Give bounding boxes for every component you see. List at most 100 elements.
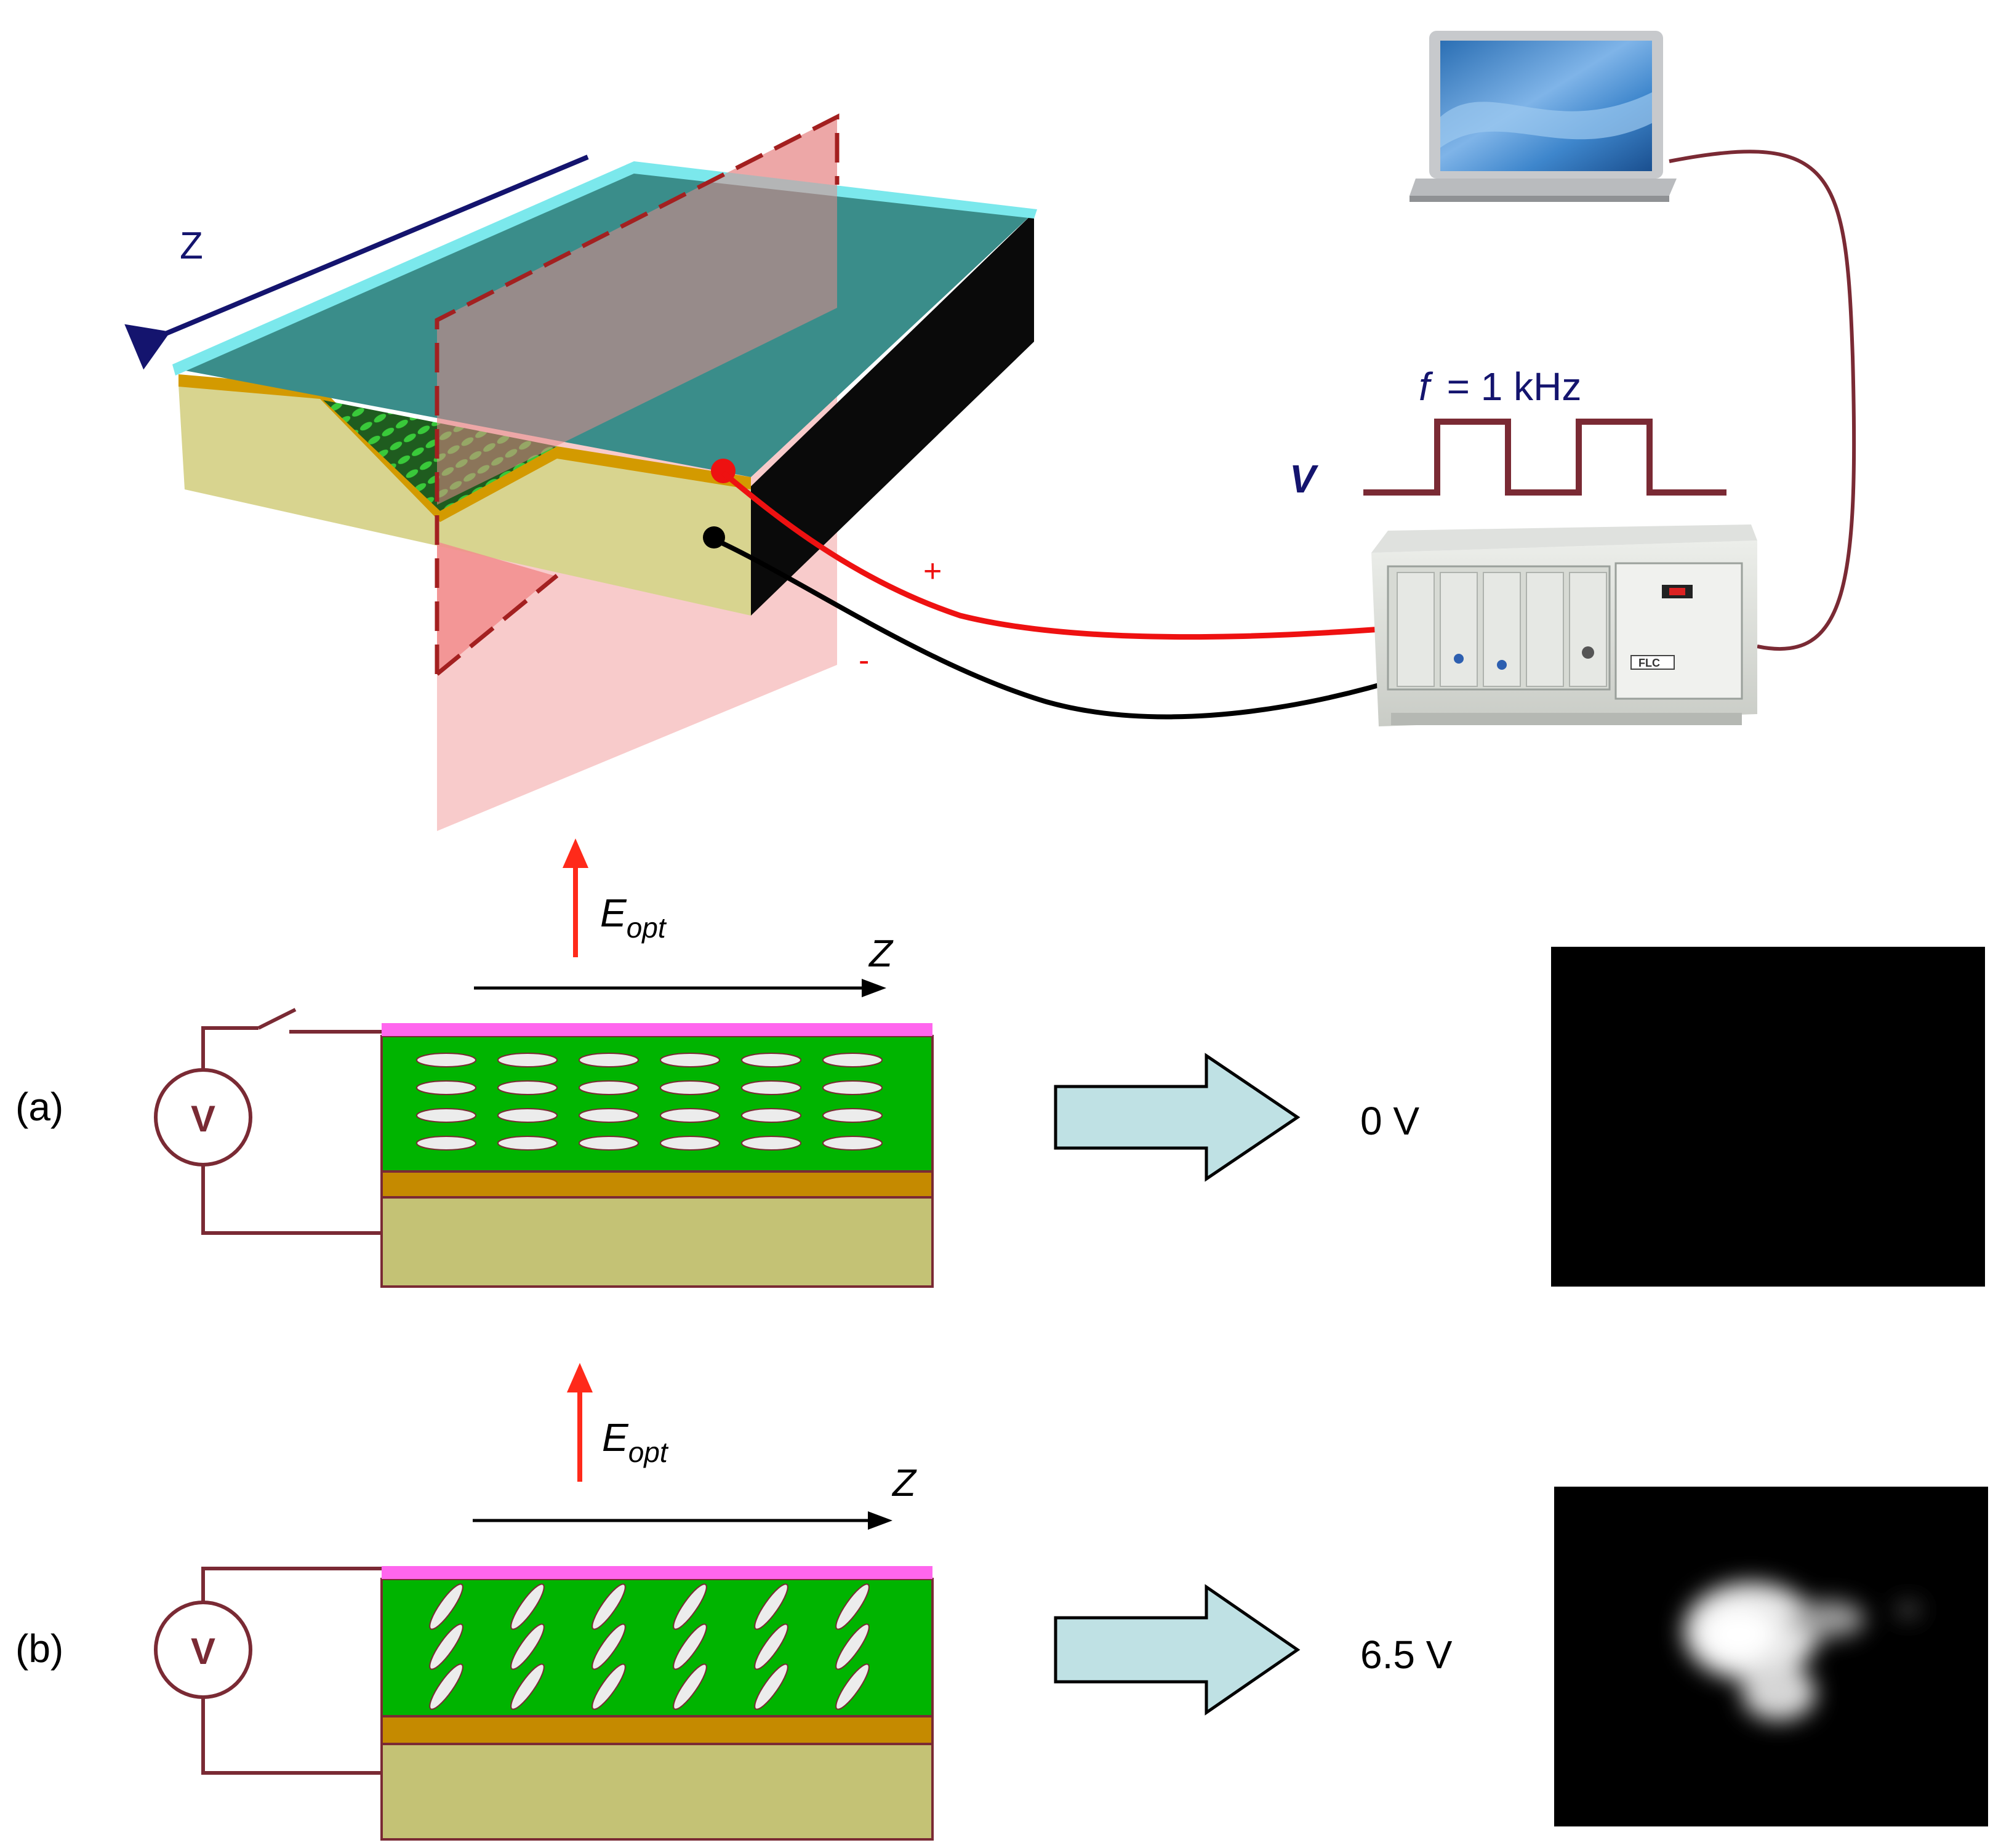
z-arrowhead-a: [862, 979, 886, 997]
lc-molecule: [579, 1136, 639, 1151]
lc-molecule: [754, 1623, 788, 1670]
z-label-a: Z: [868, 933, 894, 975]
lc-molecule: [416, 1108, 476, 1123]
lc-molecule: [510, 1663, 545, 1710]
circuit-top-a: [201, 1026, 259, 1080]
lc-molecule: [497, 1053, 558, 1067]
lc-molecule: [741, 1136, 801, 1151]
device-substrate: [178, 385, 751, 616]
lc-molecule: [741, 1108, 801, 1123]
cut-plane-lower: [437, 542, 554, 674]
plus-label: +: [923, 553, 942, 589]
field-main-a: E: [600, 891, 627, 935]
lc-molecule: [497, 1080, 558, 1095]
lc-molecule: [660, 1080, 720, 1095]
buffer-a: [380, 1170, 934, 1199]
laptop-icon: [1410, 31, 1677, 202]
lc-molecule: [754, 1583, 788, 1630]
lc-molecule: [741, 1053, 801, 1067]
lc-molecule: [673, 1623, 707, 1670]
panel-a: [154, 838, 1985, 1288]
lc-molecule: [741, 1080, 801, 1095]
lc-molecules-a: [416, 1053, 883, 1151]
voltage-label-a: 0 V: [1360, 1099, 1419, 1143]
panel-b: [154, 1363, 1988, 1841]
light-spot: [1683, 1582, 1920, 1721]
output-image-a: [1551, 947, 1985, 1287]
top-electrode-a: [382, 1023, 932, 1036]
lc-molecule: [579, 1053, 639, 1067]
lc-molecule: [429, 1623, 463, 1670]
voltmeter-label-b: V: [191, 1631, 215, 1672]
field-sub-b: opt: [628, 1436, 669, 1468]
field-label-a: Eopt: [600, 891, 667, 944]
field-main-b: E: [602, 1415, 629, 1460]
lc-molecule: [835, 1663, 870, 1710]
laptop-cable: [1669, 150, 1856, 651]
lc-molecule: [510, 1583, 545, 1630]
device-3d: [124, 113, 1037, 831]
cut-plane-outline-lower: [435, 574, 559, 676]
lc-molecule: [754, 1663, 788, 1710]
panel-b-tag: (b): [15, 1626, 63, 1671]
frequency-label: f = 1 kHz: [1419, 364, 1581, 409]
field-sub-a: opt: [627, 912, 667, 944]
lc-molecule: [822, 1053, 883, 1067]
switch-icon: [257, 1008, 297, 1030]
top-electrode-b: [382, 1566, 932, 1579]
lc-molecule: [660, 1136, 720, 1151]
substrate-b: [380, 1743, 934, 1841]
lc-molecule: [660, 1108, 720, 1123]
lc-molecule: [673, 1583, 707, 1630]
lc-molecule: [416, 1136, 476, 1151]
lc-molecules-b: [429, 1583, 870, 1710]
lc-molecule: [660, 1053, 720, 1067]
lc-molecule: [429, 1583, 463, 1630]
lc-molecule: [835, 1583, 870, 1630]
z-label-3d: Z: [180, 225, 203, 267]
lc-molecule: [673, 1663, 707, 1710]
voltage-label-b: 6.5 V: [1360, 1633, 1453, 1677]
z-arrowhead-b: [868, 1511, 892, 1530]
lc-molecule: [510, 1623, 545, 1670]
function-generator-icon: [1371, 524, 1757, 726]
voltage-wave-label: V: [1289, 457, 1319, 501]
lc-molecule: [591, 1663, 626, 1710]
device-side: [751, 212, 1034, 616]
buffer-b: [380, 1715, 934, 1745]
result-arrow-b: [1054, 1584, 1301, 1716]
lc-molecule: [591, 1583, 626, 1630]
cut-plane-front: [437, 117, 837, 505]
circuit-bottom-b: [201, 1696, 382, 1775]
voltmeter-icon: [154, 1068, 252, 1167]
z-label-b: Z: [891, 1462, 917, 1505]
panel-a-tag: (a): [15, 1085, 63, 1129]
square-wave: [1363, 419, 1726, 496]
lc-molecule: [497, 1108, 558, 1123]
device-buffer: [178, 374, 751, 522]
generator-brand: FLC: [1638, 657, 1660, 669]
circuit-bottom-a: [201, 1154, 382, 1235]
substrate-a: [380, 1196, 934, 1288]
voltmeter-icon-b: [154, 1601, 252, 1699]
lc-molecule: [822, 1136, 883, 1151]
field-label-b: Eopt: [602, 1415, 669, 1468]
lc-molecule: [429, 1663, 463, 1710]
lc-molecule: [591, 1623, 626, 1670]
cut-plane-outline: [435, 113, 840, 674]
frequency-symbol: f: [1419, 364, 1434, 409]
lc-molecule: [416, 1053, 476, 1067]
field-arrowhead-b: [567, 1363, 593, 1392]
lc-molecule: [822, 1080, 883, 1095]
minus-label: -: [859, 643, 869, 678]
lc-molecule: [579, 1080, 639, 1095]
voltmeter-label-a: V: [191, 1098, 215, 1139]
lc-molecule: [579, 1108, 639, 1123]
lc-molecule: [416, 1080, 476, 1095]
z-arrow-3d: [124, 155, 589, 370]
field-arrowhead-a: [563, 838, 588, 868]
lc-molecule: [497, 1136, 558, 1151]
lc-molecule: [835, 1623, 870, 1670]
frequency-value: = 1 kHz: [1447, 364, 1582, 409]
